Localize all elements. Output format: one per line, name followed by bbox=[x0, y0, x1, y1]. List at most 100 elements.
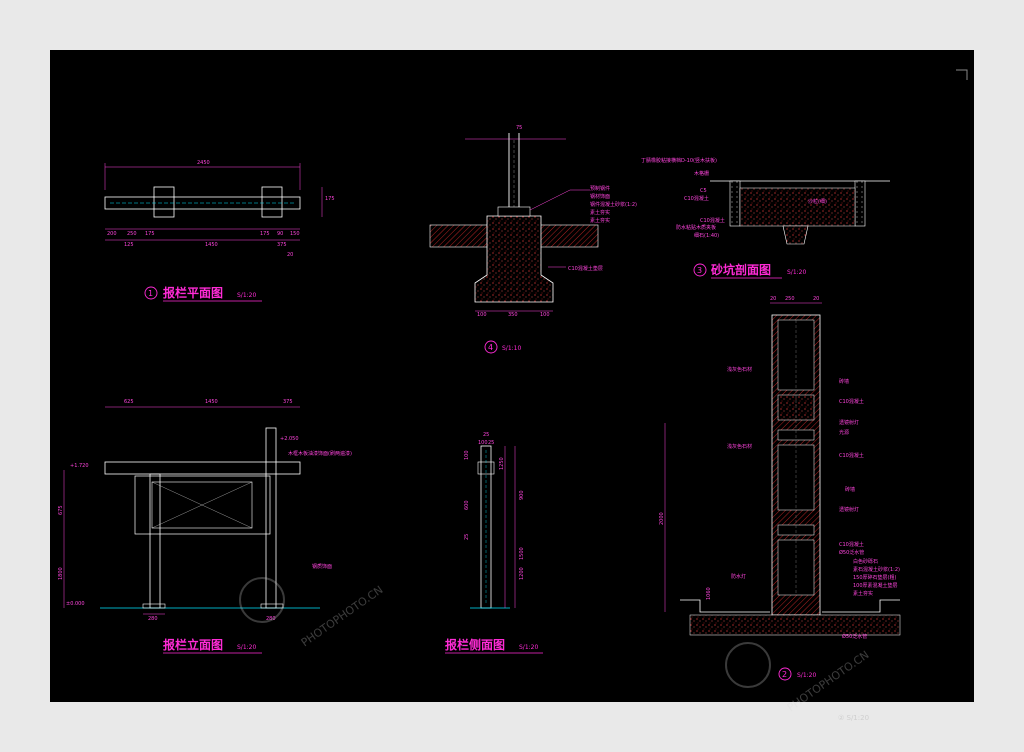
section-view: 20 250 20 2000 1060 浅灰色石材 浅灰色石材 砖墙 C10混凝… bbox=[659, 296, 901, 681]
plan-dim-a5: 150 bbox=[290, 231, 300, 237]
side-dim-right-2: 1500 bbox=[519, 547, 525, 560]
footing-scale: S/1:10 bbox=[502, 345, 521, 352]
corner-mark bbox=[956, 69, 968, 80]
sandpit-note-1: C5 bbox=[700, 188, 707, 194]
section-note-waterproof: 防水灯 bbox=[731, 573, 746, 580]
sandpit-note-3: C10混凝土 bbox=[700, 217, 725, 224]
footing-note-3: 素土夯实 bbox=[590, 209, 610, 216]
section-note-right-7: C10混凝土 bbox=[839, 541, 864, 548]
plan-dim-b0: 125 bbox=[124, 242, 134, 248]
side-dim-left-1: 600 bbox=[464, 500, 470, 510]
side-dim-top-1: 100 bbox=[478, 440, 488, 446]
section-number-circle bbox=[778, 667, 792, 681]
section-note-right-0: 砖墙 bbox=[839, 378, 849, 385]
side-dim-top-2: 25 bbox=[488, 440, 494, 446]
plan-dim-a0: 200 bbox=[107, 231, 117, 237]
side-scale: S/1:20 bbox=[519, 644, 538, 651]
elev-level-zero: ±0.000 bbox=[66, 601, 85, 607]
section-note-right-9: 白色砂砾石 bbox=[853, 558, 878, 565]
elev-level-left: +1.720 bbox=[70, 463, 89, 469]
section-dim-top-1: 250 bbox=[785, 296, 795, 302]
side-dim-right-3: 1200 bbox=[519, 567, 525, 580]
section-note-right-11: 150厚碎石垫层(粗) bbox=[853, 574, 896, 581]
watermark-text-2: PHOTOPHOTO.CN bbox=[785, 648, 872, 714]
section-dim-small: 1060 bbox=[706, 587, 712, 600]
elev-dim-bottom-b: 280 bbox=[266, 616, 276, 622]
footing-number-circle bbox=[484, 340, 498, 354]
section-note-right-4: C10混凝土 bbox=[839, 452, 864, 459]
elev-note-0: 木框木板油漆饰面(刷两遍漆) bbox=[288, 450, 352, 457]
section-note-right-2: 透镜射灯 bbox=[839, 419, 859, 426]
side-dim-left-0: 100 bbox=[464, 450, 470, 460]
plan-dim-a2: 175 bbox=[145, 231, 155, 237]
plan-dim-b2: 375 bbox=[277, 242, 287, 248]
sandpit-title: 砂坑剖面图 bbox=[710, 262, 771, 277]
elev-level-top: +2.050 bbox=[280, 436, 299, 442]
footing-dim-0: 100 bbox=[477, 312, 487, 318]
footing-dim-1: 350 bbox=[508, 312, 518, 318]
side-dim-top-0: 25 bbox=[483, 432, 489, 438]
elev-dim-left-0: 675 bbox=[58, 505, 64, 515]
footing-note-4: 素土夯实 bbox=[590, 217, 610, 224]
plan-dim-a4: 90 bbox=[277, 231, 283, 237]
elevation-scale: S/1:20 bbox=[237, 644, 256, 651]
section-note-right-10: 素石混凝土砂浆(1:2) bbox=[853, 566, 900, 573]
watermark-text-1: PHOTOPHOTO.CN bbox=[299, 583, 386, 649]
side-dim-left-2: 25 bbox=[464, 534, 470, 540]
sandpit-note-sand: 沙粒(细) bbox=[808, 198, 827, 205]
elev-dim-left-1: 1800 bbox=[58, 567, 64, 580]
outside-section-label: ② S/1:20 bbox=[838, 714, 869, 722]
footing-dim-2: 100 bbox=[540, 312, 550, 318]
sandpit-note-top: 丁腈橡胶粘接横档D-10(竖木扶板) bbox=[641, 157, 717, 164]
section-note-left-1: 浅灰色石材 bbox=[727, 443, 752, 450]
sandpit-note-4: 防水粘贴木质夹板 bbox=[676, 224, 716, 231]
plan-view: 2450 175 200 250 175 175 90 150 125 1450… bbox=[104, 160, 335, 302]
plan-dim-a3: 175 bbox=[260, 231, 270, 237]
elev-dim-top-0: 625 bbox=[124, 399, 134, 405]
section-number: 2 bbox=[782, 670, 787, 679]
section-note-right-6: 透镜射灯 bbox=[839, 506, 859, 513]
plan-number: 1 bbox=[148, 289, 153, 298]
footing-note-base: C10混凝土垫层 bbox=[568, 265, 603, 272]
section-note-left-0: 浅灰色石材 bbox=[727, 366, 752, 373]
elev-note-1: 钢质饰面 bbox=[312, 563, 332, 570]
section-note-right-13: 素土夯实 bbox=[853, 590, 873, 597]
elevation-view: 625 1450 375 +2.050 +1.720 ±0.000 675 18… bbox=[58, 399, 352, 654]
section-dim-top-2: 20 bbox=[813, 296, 819, 302]
footing-dim-top: 75 bbox=[516, 125, 522, 131]
sandpit-scale: S/1:20 bbox=[787, 269, 806, 276]
footing-note-0: 预制钢件 bbox=[590, 185, 610, 192]
plan-dim-b1: 1450 bbox=[205, 242, 218, 248]
sandpit-note-5: 细石(1:40) bbox=[694, 232, 719, 239]
side-title: 报栏侧面图 bbox=[445, 637, 505, 652]
section-note-right-3: 光源 bbox=[839, 429, 849, 436]
plan-dim-a1: 250 bbox=[127, 231, 137, 237]
plan-dim-c: 20 bbox=[287, 252, 293, 258]
plan-scale: S/1:20 bbox=[237, 292, 256, 299]
section-dim-top-0: 20 bbox=[770, 296, 776, 302]
sandpit-note-2: C10混凝土 bbox=[684, 195, 709, 202]
footing-note-2: 钢件混凝土砂浆(1:2) bbox=[590, 201, 637, 208]
elev-dim-top-2: 375 bbox=[283, 399, 293, 405]
footing-number: 4 bbox=[488, 343, 493, 352]
section-scale: S/1:20 bbox=[797, 672, 816, 679]
plan-number-circle bbox=[144, 286, 158, 300]
side-dim-right-1: 900 bbox=[519, 490, 525, 500]
elevation-title: 报栏立面图 bbox=[163, 637, 223, 652]
side-dim-right-0: 1250 bbox=[499, 457, 505, 470]
section-dim-height: 2000 bbox=[659, 512, 665, 525]
section-note-right-12: 100厚素混凝土垫层 bbox=[853, 582, 898, 589]
sandpit-number: 3 bbox=[697, 266, 702, 275]
section-note-drain: Ø50泛水管 bbox=[842, 633, 867, 640]
sandpit-number-circle bbox=[693, 263, 707, 277]
elev-dim-top-1: 1450 bbox=[205, 399, 218, 405]
footing-note-1: 钢材饰面 bbox=[590, 193, 610, 200]
side-view: 25 100 25 100 600 25 1250 900 1500 1200 … bbox=[445, 432, 543, 654]
sandpit-note-0: 木格栅 bbox=[694, 170, 709, 177]
elev-dim-bottom-a: 280 bbox=[148, 616, 158, 622]
footing-view: 75 100 350 100 预制钢件 钢材饰面 钢件混凝土砂浆(1:2) 素土… bbox=[429, 125, 637, 354]
plan-dim-top: 2450 bbox=[197, 160, 210, 166]
section-note-right-8: Ø50泛水管 bbox=[839, 549, 864, 556]
sandpit-view: 丁腈橡胶粘接横档D-10(竖木扶板) 沙粒(细) 木格栅 C5 C10混凝土 C… bbox=[641, 157, 890, 279]
